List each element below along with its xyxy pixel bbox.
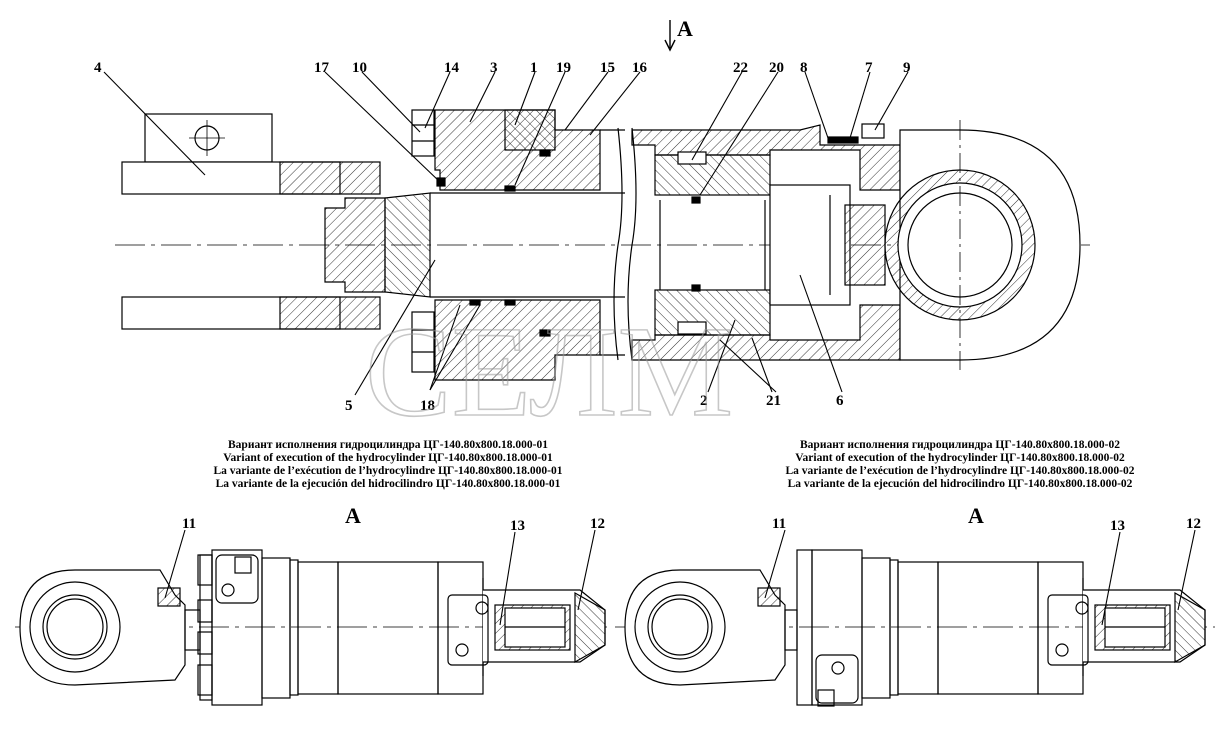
callouts-main: 4 17 10 14 3 1 19 15 16 22 20 8 7 9 5 18… (94, 16, 911, 414)
callout-12-left: 12 (590, 516, 605, 532)
callout-6: 6 (836, 393, 844, 409)
caption-left: Вариант исполнения гидроцилиндра ЦГ-140.… (214, 439, 563, 490)
svg-text:Вариант исполнения гидроцилинд: Вариант исполнения гидроцилиндра ЦГ-140.… (800, 439, 1120, 451)
leader-lines-main (103, 71, 909, 396)
callout-20: 20 (769, 60, 784, 76)
caption-right: Вариант исполнения гидроцилиндра ЦГ-140.… (786, 439, 1135, 490)
callout-11-left: 11 (182, 516, 196, 532)
callout-4: 4 (94, 60, 102, 76)
watermark: СЕЛМ (365, 300, 733, 444)
callout-8: 8 (800, 60, 808, 76)
callout-2: 2 (700, 393, 708, 409)
view-a-right (615, 549, 1215, 707)
callout-3: 3 (490, 60, 498, 76)
callout-17: 17 (314, 60, 330, 76)
callout-1: 1 (530, 60, 538, 76)
callout-16: 16 (632, 60, 648, 76)
callout-12-right: 12 (1186, 516, 1201, 532)
view-a-right-title: A (968, 503, 984, 528)
callout-11-right: 11 (772, 516, 786, 532)
view-a-right-leaders (764, 529, 1196, 626)
callout-13-left: 13 (510, 518, 525, 534)
callout-10: 10 (352, 60, 367, 76)
callout-9: 9 (903, 60, 911, 76)
svg-text:La variante de la ejecución de: La variante de la ejecución del hidrocil… (788, 478, 1133, 490)
callout-5: 5 (345, 398, 353, 414)
callout-7: 7 (865, 60, 873, 76)
view-marker-a: A (677, 16, 693, 41)
svg-text:La variante de la ejecución de: La variante de la ejecución del hidrocil… (216, 478, 561, 490)
svg-text:La variante de l’exécution de: La variante de l’exécution de l’hydrocyl… (214, 465, 563, 477)
svg-text:Variant of execution of the hy: Variant of execution of the hydrocylinde… (795, 452, 1125, 464)
view-a-left (15, 549, 610, 706)
callout-14: 14 (444, 60, 460, 76)
svg-text:Variant of execution of the hy: Variant of execution of the hydrocylinde… (223, 452, 553, 464)
callout-21: 21 (766, 393, 781, 409)
callout-22: 22 (733, 60, 748, 76)
view-a-left-leaders (164, 529, 596, 626)
main-section-view (115, 20, 1090, 381)
callout-13-right: 13 (1110, 518, 1125, 534)
view-a-left-labels: A 11 13 12 (182, 503, 605, 534)
callout-18: 18 (420, 398, 435, 414)
callout-19: 19 (556, 60, 571, 76)
callout-15: 15 (600, 60, 615, 76)
view-a-right-labels: A 11 13 12 (772, 503, 1201, 534)
svg-text:La variante de l’exécution de: La variante de l’exécution de l’hydrocyl… (786, 465, 1135, 477)
view-a-left-title: A (345, 503, 361, 528)
svg-text:Вариант исполнения гидроцилинд: Вариант исполнения гидроцилиндра ЦГ-140.… (228, 439, 548, 451)
